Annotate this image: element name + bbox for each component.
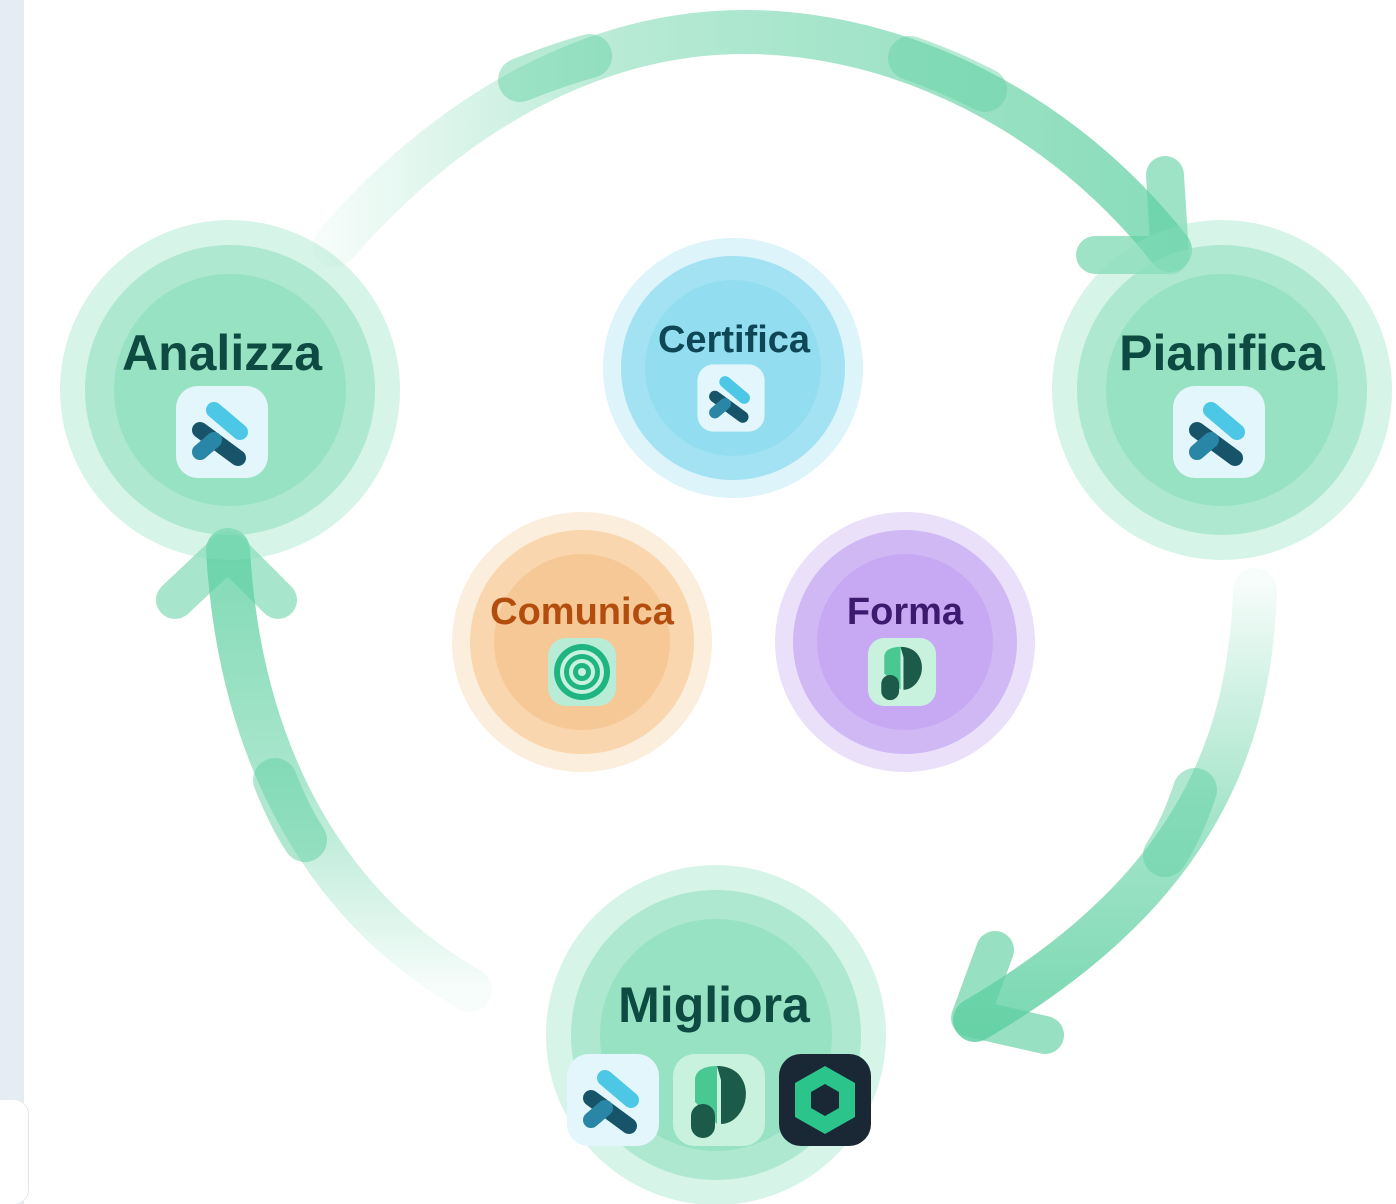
- node-certifica[interactable]: Certifica: [603, 238, 863, 498]
- stripes-app-icon: [1173, 386, 1265, 478]
- arrow-migliora-to-analizza: [156, 528, 492, 1012]
- node-migliora[interactable]: Migliora: [546, 865, 886, 1204]
- stripes-app-icon: [697, 364, 765, 432]
- leaf-p-app-icon: [673, 1054, 765, 1146]
- node-analizza[interactable]: Analizza: [60, 220, 400, 560]
- forma-label: Forma: [847, 591, 964, 633]
- pianifica-label: Pianifica: [1119, 325, 1326, 381]
- node-pianifica[interactable]: Pianifica: [1052, 220, 1392, 560]
- comunica-label: Comunica: [490, 591, 675, 633]
- arrow-pianifica-to-migliora: [951, 568, 1277, 1054]
- leaf-p-app-icon: [867, 637, 937, 707]
- analizza-label: Analizza: [122, 325, 323, 381]
- arrow-analizza-to-pianifica: [313, 9, 1192, 274]
- migliora-label: Migliora: [618, 977, 811, 1033]
- node-comunica[interactable]: Comunica: [452, 512, 712, 772]
- side-panel-tab[interactable]: [0, 1100, 28, 1204]
- hexagon-app-icon: [779, 1054, 871, 1146]
- node-forma[interactable]: Forma: [775, 512, 1035, 772]
- side-panel-strip: [0, 0, 24, 1204]
- stripes-app-icon: [567, 1054, 659, 1146]
- target-app-icon: [548, 638, 616, 706]
- certifica-label: Certifica: [658, 319, 811, 361]
- stripes-app-icon: [176, 386, 268, 478]
